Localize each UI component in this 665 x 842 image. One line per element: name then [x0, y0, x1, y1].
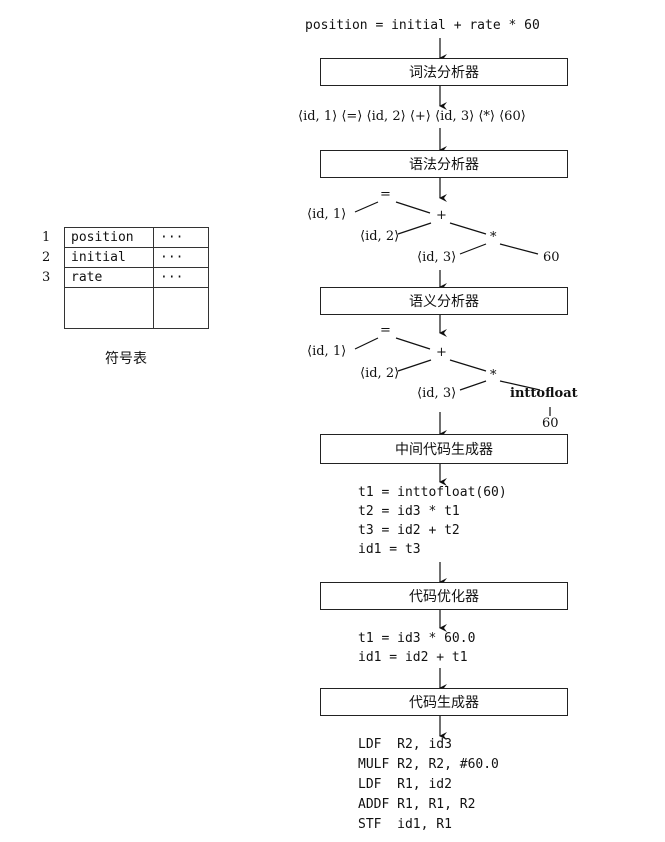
tree-node-conv: inttofloat [510, 386, 578, 401]
code-line: id1 = id2 + t1 [358, 650, 468, 665]
code-line: t3 = id2 + t2 [358, 523, 460, 538]
token: ⟨id, 2⟩ [366, 109, 406, 124]
optimizer-box: 代码优化器 [320, 582, 568, 610]
code-line: ADDF R1, R1, R2 [358, 797, 476, 812]
token: ⟨id, 3⟩ [435, 109, 475, 124]
code-line: MULF R2, R2, #60.0 [358, 757, 499, 772]
symbol-name: position [64, 227, 154, 248]
tree-node-plus: + [436, 345, 447, 360]
semantic-box: 语义分析器 [320, 287, 568, 315]
token: ⟨=⟩ [341, 109, 363, 124]
tree-node-id1: ⟨id, 1⟩ [307, 344, 347, 359]
code-line: t1 = id3 * 60.0 [358, 631, 476, 646]
table-row: position ··· [64, 227, 209, 248]
row-number: 2 [42, 250, 51, 265]
tree-node-id2: ⟨id, 2⟩ [360, 366, 400, 381]
row-number: 3 [42, 270, 51, 285]
symbol-name: rate [64, 267, 154, 288]
semantic-tree-edges [354, 337, 551, 416]
token: ⟨60⟩ [499, 109, 526, 124]
token-stream: ⟨id, 1⟩ ⟨=⟩ ⟨id, 2⟩ ⟨+⟩ ⟨id, 3⟩ ⟨*⟩ ⟨60⟩ [298, 109, 526, 124]
table-row: rate ··· [64, 267, 209, 288]
code-line: LDF R1, id2 [358, 777, 452, 792]
codegen-box: 代码生成器 [320, 688, 568, 716]
row-number: 1 [42, 230, 51, 245]
table-row: initial ··· [64, 247, 209, 268]
symbol-attr: ··· [153, 227, 209, 248]
symbol-attr: ··· [153, 247, 209, 268]
tree-node-num: 60 [543, 250, 560, 265]
tree-node-times: * [490, 368, 497, 383]
tree-node-assign: = [380, 187, 391, 202]
symbol-name: initial [64, 247, 154, 268]
intermediate-box: 中间代码生成器 [320, 434, 568, 464]
tree-node-id1: ⟨id, 1⟩ [307, 207, 347, 222]
token: ⟨+⟩ [409, 109, 431, 124]
tree-node-assign: = [380, 323, 391, 338]
empty-cell [153, 287, 209, 329]
syntax-tree-edges [354, 201, 539, 255]
lexer-box: 词法分析器 [320, 58, 568, 86]
table-row-empty [64, 287, 209, 329]
tree-node-times: * [490, 230, 497, 245]
symbol-table-caption: 符号表 [105, 351, 147, 367]
symbol-table-grid: position ··· initial ··· rate ··· [64, 227, 209, 329]
code-line: t2 = id3 * t1 [358, 504, 460, 519]
tree-node-num: 60 [542, 416, 559, 431]
code-line: t1 = inttofloat(60) [358, 485, 507, 500]
parser-box: 语法分析器 [320, 150, 568, 178]
tree-node-id3: ⟨id, 3⟩ [417, 386, 457, 401]
code-line: id1 = t3 [358, 542, 421, 557]
tree-node-plus: + [436, 208, 447, 223]
token: ⟨*⟩ [478, 109, 495, 124]
empty-cell [64, 287, 154, 329]
code-line: STF id1, R1 [358, 817, 452, 832]
source-statement: position = initial + rate * 60 [305, 18, 540, 33]
symbol-attr: ··· [153, 267, 209, 288]
tree-node-id3: ⟨id, 3⟩ [417, 250, 457, 265]
token: ⟨id, 1⟩ [298, 109, 338, 124]
tree-node-id2: ⟨id, 2⟩ [360, 229, 400, 244]
code-line: LDF R2, id3 [358, 737, 452, 752]
